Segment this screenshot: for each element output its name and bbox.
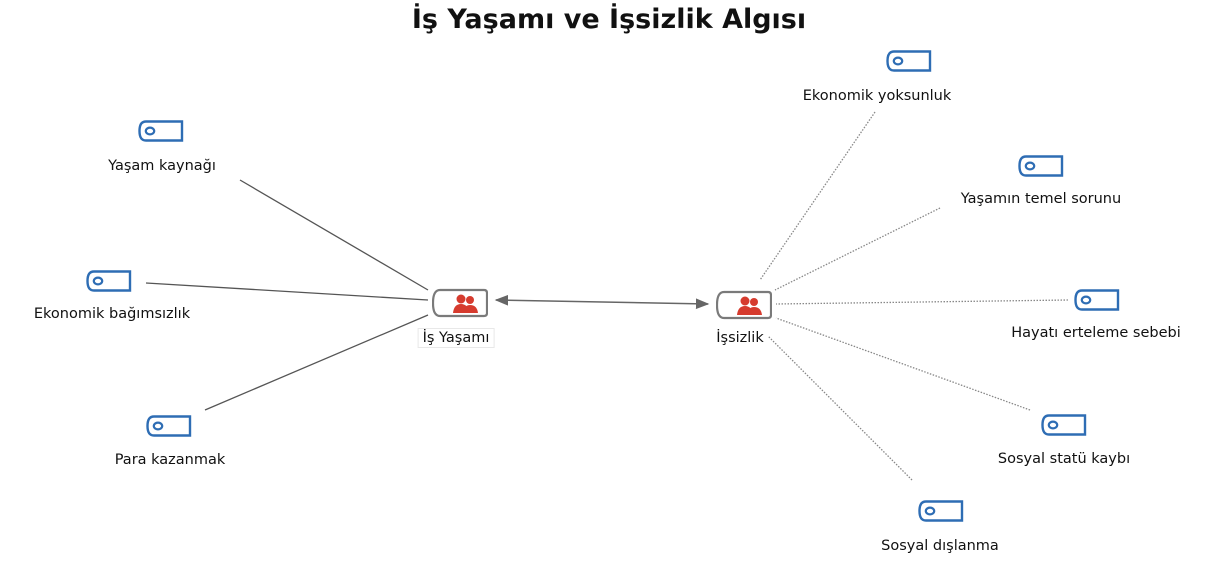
ekonomik-yoksunluk-label: Ekonomik yoksunluk	[802, 88, 952, 104]
issizlik-label: İşsizlik	[716, 330, 764, 346]
ekonomik-bagimsizlik-code-icon[interactable]	[86, 270, 132, 292]
is-yasami-node-icon[interactable]	[432, 288, 488, 318]
issizlik-node-icon[interactable]	[716, 290, 772, 320]
yasam-kaynagi-label: Yaşam kaynağı	[108, 158, 216, 174]
yasamin-temel-sorunu-code-icon[interactable]	[1018, 155, 1064, 177]
sosyal-dislanma-code-icon[interactable]	[918, 500, 964, 522]
sosyal-statu-kaybi-code-icon[interactable]	[1041, 414, 1087, 436]
hayati-erteleme-sebebi-label: Hayatı erteleme sebebi	[1011, 325, 1181, 341]
yasamin-temel-sorunu-label: Yaşamın temel sorunu	[960, 191, 1122, 207]
ekonomik-yoksunluk-code-icon[interactable]	[886, 50, 932, 72]
para-kazanmak-label: Para kazanmak	[114, 452, 226, 468]
yasam-kaynagi-code-icon[interactable]	[138, 120, 184, 142]
edge-yasam-kaynagi	[239, 179, 429, 291]
edge-para-kazanmak	[204, 314, 429, 411]
hayati-erteleme-sebebi-code-icon[interactable]	[1074, 289, 1120, 311]
edge-sosyal-statu-kaybi	[775, 317, 1031, 411]
edge-yasamin-temel-sorunu	[774, 207, 941, 291]
sosyal-statu-kaybi-label: Sosyal statü kaybı	[997, 451, 1131, 467]
ekonomik-bagimsizlik-label: Ekonomik bağımsızlık	[33, 306, 191, 322]
edge-is-yasami-issizlik	[494, 294, 710, 310]
edge-ekonomik-bagimsizlik	[145, 282, 429, 301]
para-kazanmak-code-icon[interactable]	[146, 415, 192, 437]
edge-ekonomik-yoksunluk	[759, 111, 876, 281]
sosyal-dislanma-label: Sosyal dışlanma	[881, 538, 999, 554]
is-yasami-label: İş Yaşamı	[417, 328, 495, 348]
edge-sosyal-dislanma	[767, 335, 913, 481]
edge-hayati-erteleme	[775, 299, 1069, 305]
diagram-title: İş Yaşamı ve İşsizlik Algısı	[411, 4, 807, 35]
